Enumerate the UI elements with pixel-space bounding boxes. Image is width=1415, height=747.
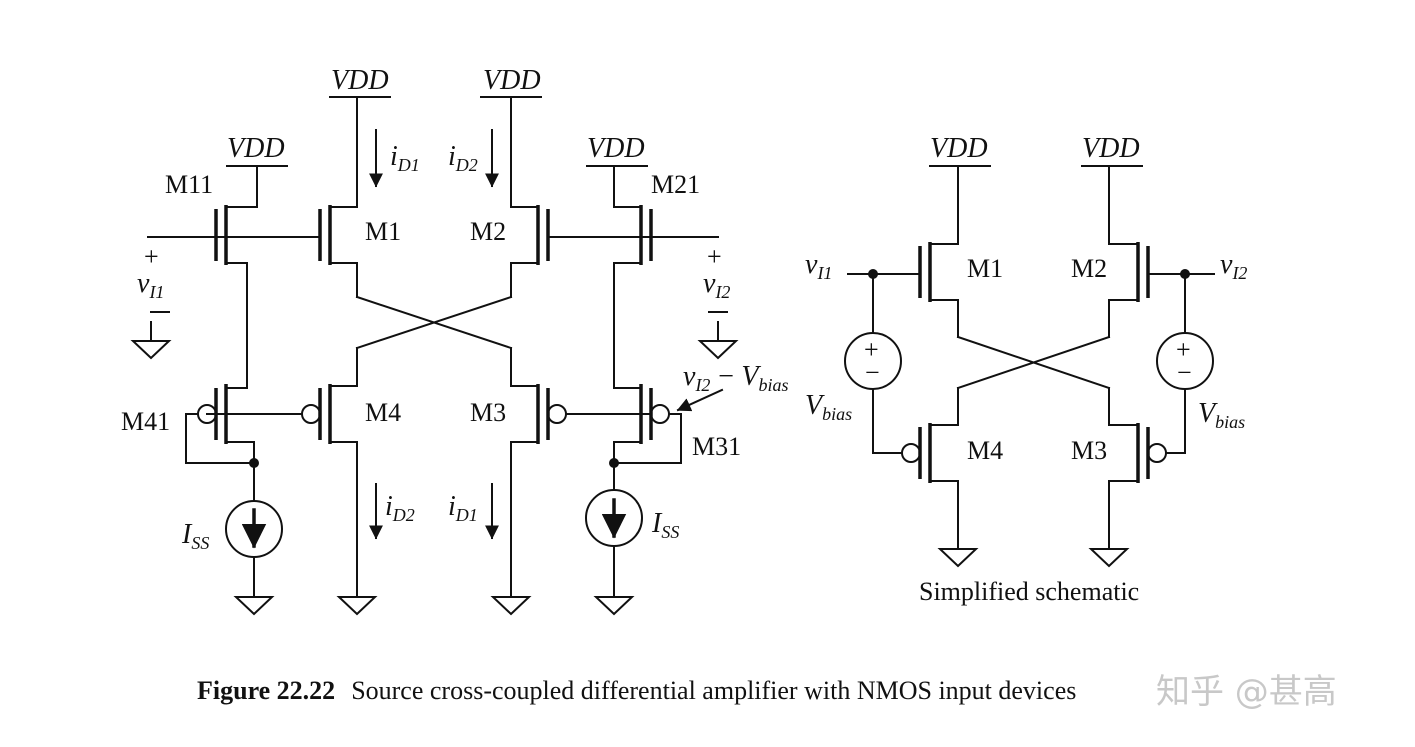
plus-sign: + xyxy=(707,242,722,271)
transistor-label-m3: M3 xyxy=(470,398,506,427)
current-label: iD1 xyxy=(448,491,478,525)
vdd-label: VDD xyxy=(331,65,389,96)
iss-label: ISS xyxy=(181,519,209,553)
transistor-label-m1: M1 xyxy=(967,254,1003,283)
vdd-label: VDD xyxy=(227,133,285,164)
vdd-label: VDD xyxy=(587,133,645,164)
plus-sign: + xyxy=(144,242,159,271)
transistor-label-m4: M4 xyxy=(967,436,1003,465)
transistor-label-m1: M1 xyxy=(365,217,401,246)
plus-sign: + xyxy=(864,335,879,364)
simplified-title: Simplified schematic xyxy=(919,577,1139,606)
vbias-label: Vbias xyxy=(1198,398,1245,432)
minus-sign: − xyxy=(1177,358,1192,387)
vdd-label: VDD xyxy=(930,133,988,164)
input-voltage-label: vI2 xyxy=(1220,249,1247,283)
input-voltage-label: vI2 xyxy=(703,268,730,302)
transistor-label-m41: M41 xyxy=(121,407,170,436)
transistor-label-m4: M4 xyxy=(365,398,401,427)
vdd-label: VDD xyxy=(483,65,541,96)
transistor-label-m11: M11 xyxy=(165,170,213,199)
transistor-label-m31: M31 xyxy=(692,432,741,461)
right-schematic: + − + − VDD VDD M1 M2 M4 M3 vI1 vI2 Vbia… xyxy=(805,133,1247,606)
current-label: iD2 xyxy=(385,491,415,525)
transistor-label-m3: M3 xyxy=(1071,436,1107,465)
plus-sign: + xyxy=(1176,335,1191,364)
transistor-label-m21: M21 xyxy=(651,170,700,199)
input-voltage-label: vI1 xyxy=(805,249,832,283)
vbias-label: Vbias xyxy=(805,390,852,424)
input-voltage-label: vI1 xyxy=(137,268,164,302)
current-label: iD2 xyxy=(448,141,478,175)
watermark: 知乎 @甚高 xyxy=(1156,672,1337,712)
bias-annotation: vI2−Vbias xyxy=(683,361,788,395)
transistor-label-m2: M2 xyxy=(1071,254,1107,283)
minus-sign: − xyxy=(865,358,880,387)
vdd-label: VDD xyxy=(1082,133,1140,164)
transistor-label-m2: M2 xyxy=(470,217,506,246)
current-label: iD1 xyxy=(390,141,420,175)
iss-label: ISS xyxy=(651,508,679,542)
left-schematic: VDD VDD VDD VDD M11 M1 M2 M21 M41 M4 M3 … xyxy=(121,65,788,616)
